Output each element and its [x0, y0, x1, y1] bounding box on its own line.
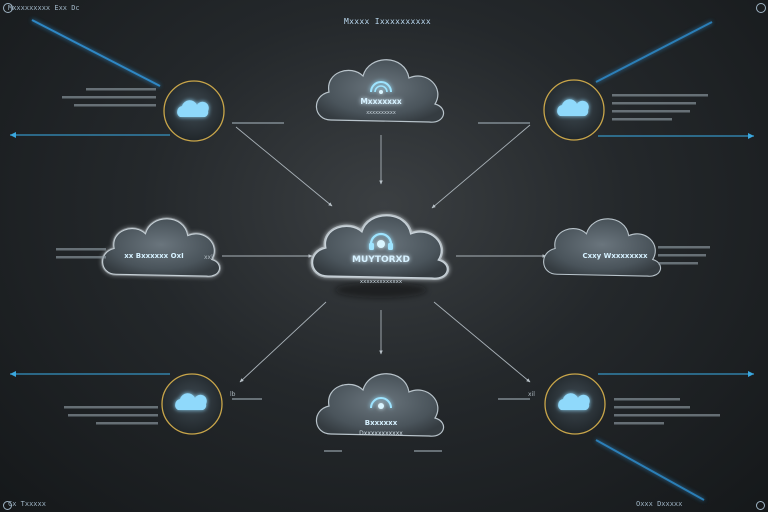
settings-icon-right[interactable]: [756, 3, 766, 13]
connector-bottomright: [433, 301, 531, 383]
corner-label-bottom-right: Oxxx Dxxxxx: [636, 500, 683, 508]
connector-topleft: [235, 126, 333, 207]
orb-top-right[interactable]: [543, 79, 605, 141]
connector-topright: [431, 124, 531, 209]
connectors: [222, 124, 547, 383]
top-cloud-node[interactable]: Mxxxxxxx xxxxxxxxxx: [315, 59, 445, 123]
light-beams: [31, 19, 713, 501]
right-cloud-node[interactable]: Cxxy Wxxxxxxxx: [543, 218, 662, 277]
status-icon-right: [756, 501, 765, 510]
central-node-subtitle: xxxxxxxxxxxxx: [360, 279, 403, 285]
connector-bottomleft: [239, 301, 327, 383]
corner-label-bottom-left: Cx Txxxxx: [8, 500, 46, 508]
settings-icon[interactable]: [3, 3, 13, 13]
cloud-signal-icon: [370, 81, 392, 94]
accent-rule-arrowheads: [10, 132, 754, 377]
bottom-node-label: Bxxxxxx: [365, 419, 398, 427]
status-icon: [3, 501, 12, 510]
diagram-title: Mxxxx Ixxxxxxxxxx: [344, 17, 431, 26]
corner-label-top-left: Mxxxxxxxxx Exx Dc: [8, 4, 80, 12]
orb-bottom-right[interactable]: [544, 373, 606, 435]
cloud-icon: [177, 100, 209, 117]
left-cloud-node[interactable]: xx Bxxxxxx OxI: [101, 217, 221, 278]
bottom-left-tag: lb: [230, 391, 236, 398]
cloud-icon: [557, 99, 589, 116]
top-node-subtitle: xxxxxxxxxx: [366, 110, 396, 116]
illegible-text-blocks: [56, 88, 720, 452]
cloud-icon: [175, 393, 207, 410]
cloud-sync-icon: [370, 397, 392, 409]
right-node-label: Cxxy Wxxxxxxxx: [582, 252, 647, 260]
orb-bottom-left[interactable]: [161, 373, 223, 435]
accent-rules: [10, 134, 754, 375]
bottom-cloud-node[interactable]: Bxxxxxx Dxxxxxxxxxxx: [315, 373, 445, 437]
orb-top-left[interactable]: [163, 80, 225, 142]
cloud-icon: [558, 393, 590, 410]
left-node-label: xx Bxxxxxx OxI: [124, 252, 183, 260]
central-cloud-node[interactable]: MUYTORXD xxxxxxxxxxxxx: [310, 213, 450, 298]
bottom-right-tag: xil: [528, 391, 535, 398]
bottom-node-subtitle: Dxxxxxxxxxxx: [359, 430, 403, 437]
user-headset-icon: [369, 232, 393, 250]
top-node-label: Mxxxxxxx: [360, 97, 401, 106]
central-node-title: MUYTORXD: [352, 255, 410, 265]
left-edge-label: xxl:: [204, 254, 215, 261]
